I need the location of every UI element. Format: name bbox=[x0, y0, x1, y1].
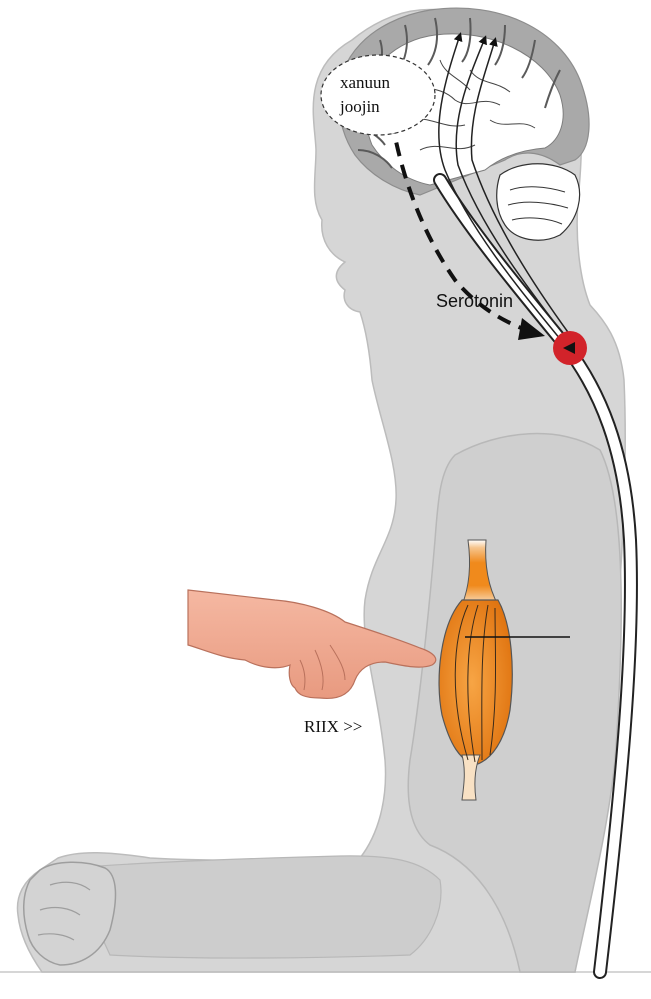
next-button[interactable]: RIIX >> bbox=[304, 717, 362, 736]
forearm bbox=[70, 856, 441, 958]
pain-stop-bubble bbox=[321, 55, 435, 135]
serotonin-label: Serotonin bbox=[436, 291, 513, 311]
bubble-text-line2: joojin bbox=[339, 97, 380, 116]
bubble-text-line1: xanuun bbox=[340, 73, 391, 92]
